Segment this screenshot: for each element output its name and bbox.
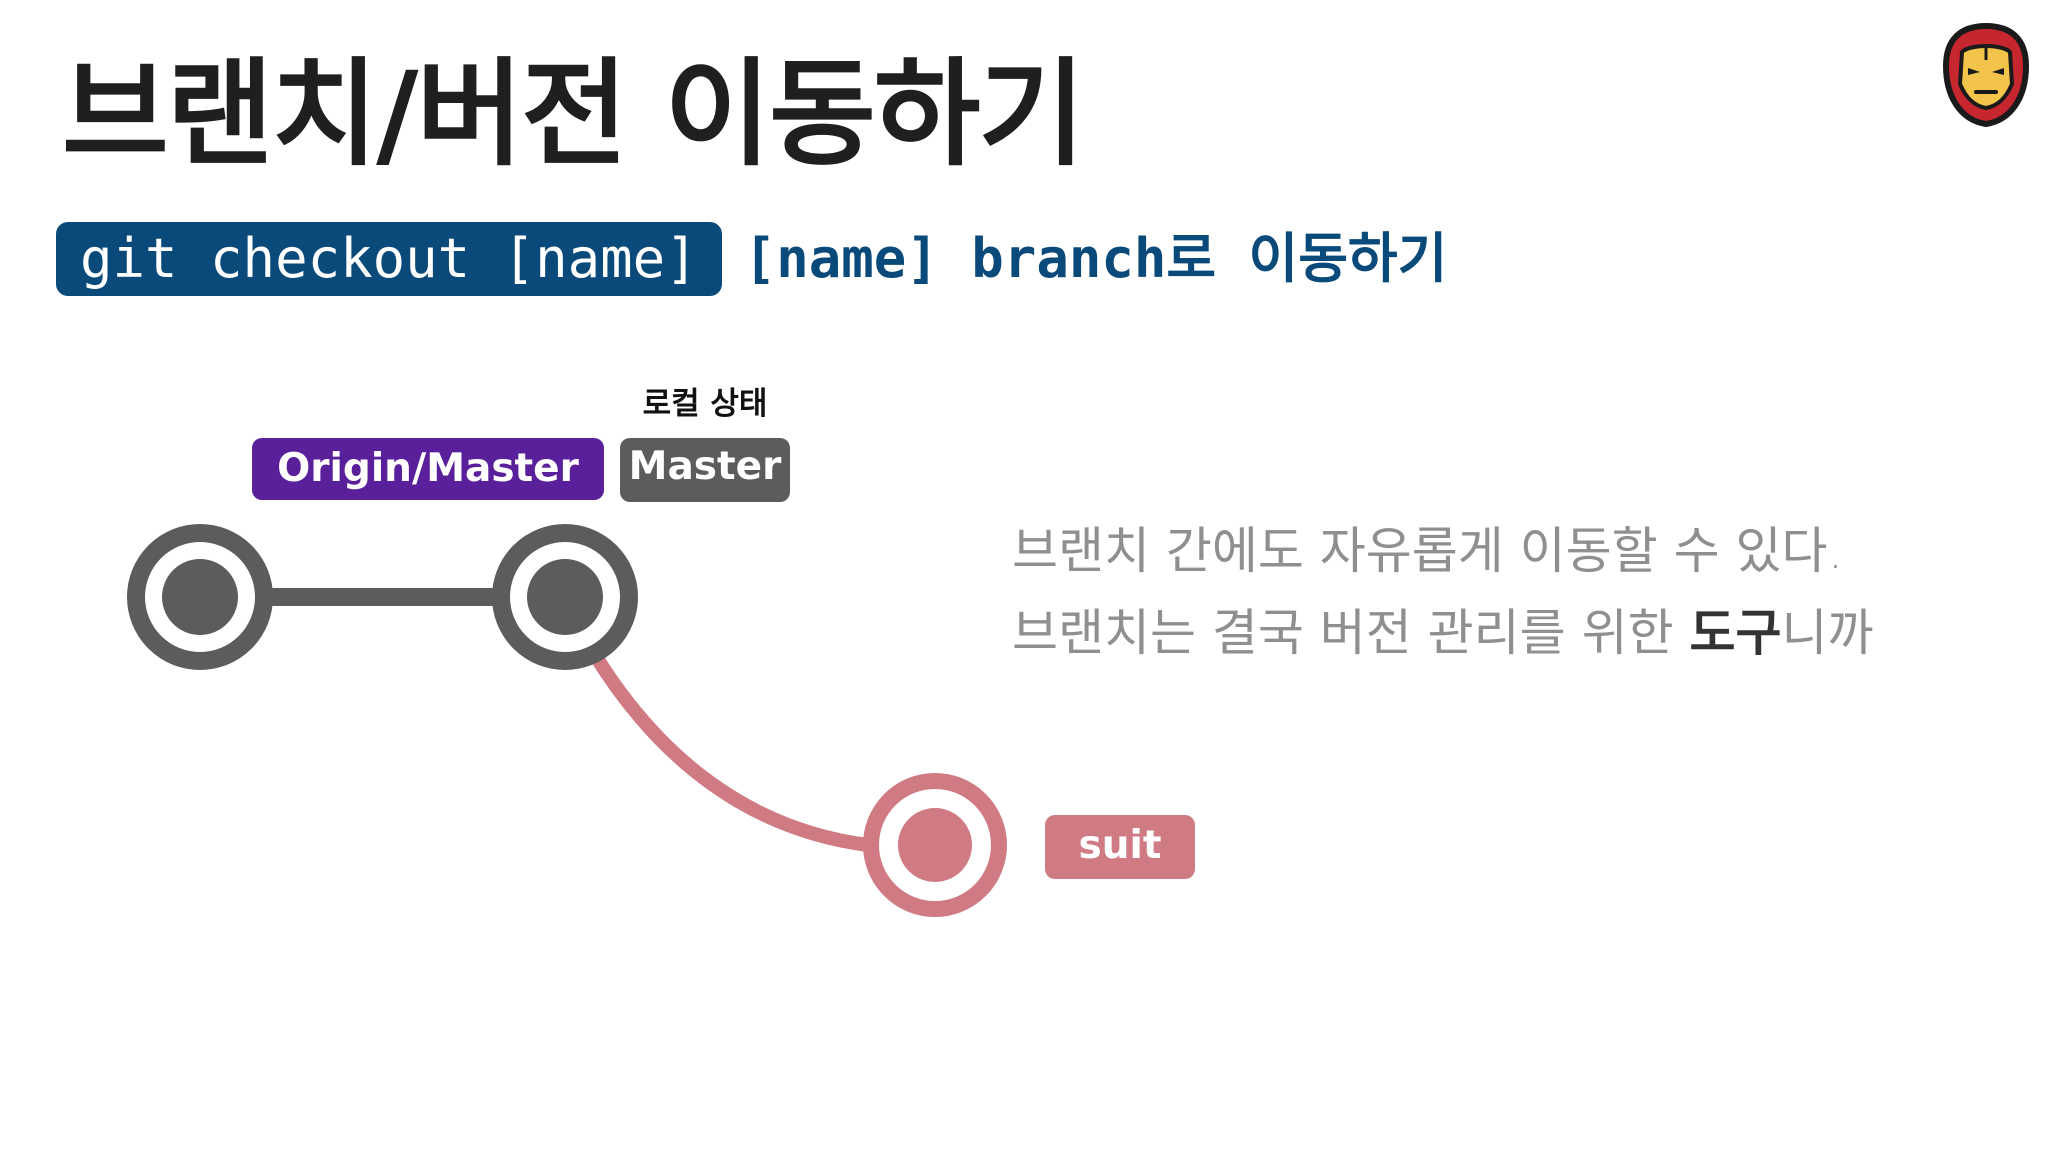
suit-tag: suit <box>1045 815 1195 879</box>
commit-node-2 <box>492 524 638 670</box>
explanation-line-1: 브랜치 간에도 자유롭게 이동할 수 있다. <box>1012 522 1844 580</box>
iron-man-mask-icon <box>1940 22 2032 128</box>
command-badge: git checkout [name] <box>56 222 722 296</box>
commit-node-suit <box>863 773 1007 917</box>
page-title: 브랜치/버전 이동하기 <box>62 47 1085 182</box>
explanation-line-2-suffix: 니까 <box>1781 604 1874 662</box>
local-state-label: 로컬 상태 <box>642 386 768 422</box>
explanation-line-2-prefix: 브랜치는 결국 버전 관리를 위한 <box>1012 604 1690 662</box>
explanation-line-2: 브랜치는 결국 버전 관리를 위한 도구니까 <box>1012 592 1873 674</box>
explanation-text: 브랜치 간에도 자유롭게 이동할 수 있다. 브랜치는 결국 버전 관리를 위한… <box>1012 510 1873 674</box>
command-description: [name] branch로 이동하기 <box>743 227 1448 290</box>
master-tag: Master <box>620 438 790 502</box>
commit-node-1 <box>127 524 273 670</box>
origin-master-tag: Origin/Master <box>252 438 604 500</box>
command-row: git checkout [name] [name] branch로 이동하기 <box>56 222 1447 296</box>
suit-branch-line <box>588 648 875 852</box>
explanation-emphasis: 도구 <box>1689 604 1782 662</box>
